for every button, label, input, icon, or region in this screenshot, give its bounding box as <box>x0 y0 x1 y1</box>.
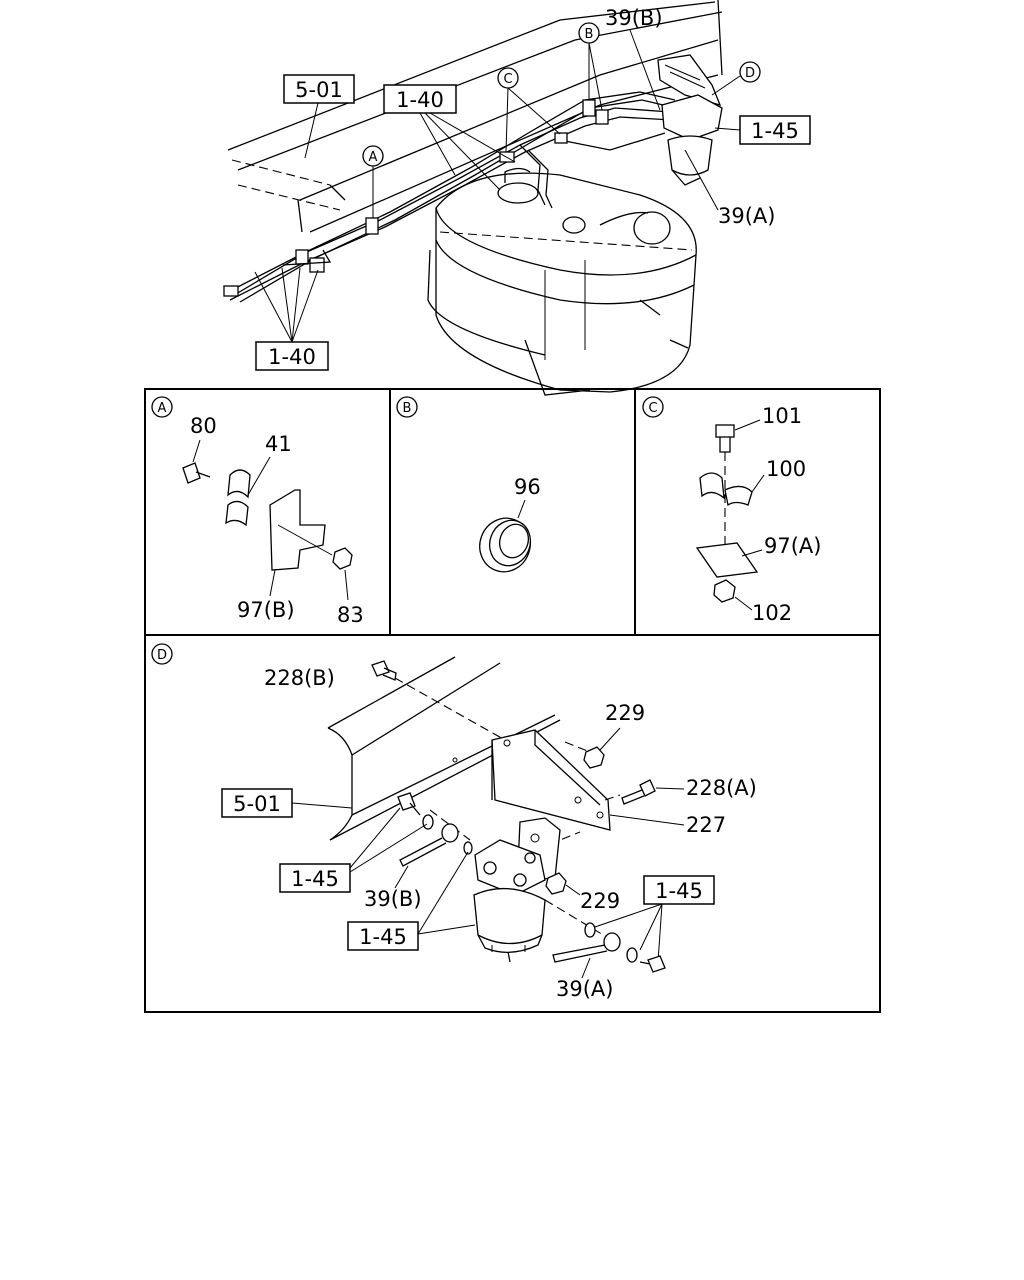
svg-text:229: 229 <box>580 889 620 913</box>
svg-text:C: C <box>503 72 512 87</box>
fuel-tank <box>427 167 697 396</box>
svg-text:C: C <box>648 401 657 416</box>
panel-b: B 96 <box>396 396 541 573</box>
svg-text:39(A): 39(A) <box>718 204 775 228</box>
clip-100: 100 <box>699 457 806 507</box>
ref-1-40-bottom-box: 1-40 <box>254 267 329 371</box>
svg-text:39(B): 39(B) <box>605 6 663 30</box>
fuel-filter <box>657 54 723 186</box>
svg-text:228(A): 228(A) <box>686 776 757 800</box>
ref-5-01-d-box: 5-01 <box>221 788 353 818</box>
svg-text:100: 100 <box>766 457 806 481</box>
ref-1-45-right-box: 1-45 <box>591 875 715 963</box>
svg-text:D: D <box>745 66 755 81</box>
overview-illustration: A B C D 5-01 1-40 <box>223 0 811 396</box>
svg-text:96: 96 <box>514 475 541 499</box>
svg-text:229: 229 <box>605 701 645 725</box>
svg-text:B: B <box>403 401 412 416</box>
svg-text:227: 227 <box>686 813 726 837</box>
label-39a: 39(A) <box>684 149 775 228</box>
bolt-39a: 39(A) <box>552 922 666 1001</box>
svg-text:39(A): 39(A) <box>556 977 613 1001</box>
bolt-left-d <box>397 792 434 830</box>
svg-text:1-40: 1-40 <box>268 345 316 369</box>
fuel-lines <box>223 91 677 303</box>
svg-text:1-45: 1-45 <box>655 879 703 903</box>
bracket-97b: 97(B) <box>237 489 333 622</box>
nut-229-top: 229 <box>583 701 645 769</box>
bolt-228b: 228(B) <box>264 660 397 690</box>
nut-83: 83 <box>332 547 364 627</box>
svg-text:1-45: 1-45 <box>751 119 799 143</box>
callout-b: B <box>578 22 603 111</box>
svg-text:83: 83 <box>337 603 364 627</box>
ref-1-45-box: 1-45 <box>714 115 811 145</box>
nut-229-bottom: 229 <box>545 872 620 913</box>
callout-c: C <box>497 67 561 153</box>
plate-97a: 97(A) <box>695 534 821 578</box>
svg-text:5-01: 5-01 <box>233 792 281 816</box>
bolt-80: 80 <box>182 414 217 484</box>
svg-text:228(B): 228(B) <box>264 666 335 690</box>
callout-d: D <box>711 61 761 96</box>
panel-d: D 228(B) <box>151 643 757 1001</box>
svg-text:39(B): 39(B) <box>364 887 422 911</box>
bolt-228a: 228(A) <box>621 776 757 805</box>
svg-text:A: A <box>369 150 378 165</box>
panel-a: A 80 41 97(B) 83 <box>151 396 364 627</box>
svg-text:1-45: 1-45 <box>291 867 339 891</box>
svg-text:101: 101 <box>762 404 802 428</box>
svg-text:41: 41 <box>265 432 292 456</box>
svg-text:1-45: 1-45 <box>359 925 407 949</box>
svg-text:1-40: 1-40 <box>396 88 444 112</box>
ref-1-45-left-box: 1-45 <box>279 807 428 893</box>
svg-text:D: D <box>157 648 167 663</box>
svg-text:B: B <box>585 27 594 42</box>
svg-text:80: 80 <box>190 414 217 438</box>
ref-1-40-top-box: 1-40 <box>383 84 516 191</box>
detail-panels-frame <box>144 388 881 1013</box>
svg-text:102: 102 <box>752 601 792 625</box>
panel-c: C 101 100 97(A) 102 <box>642 396 821 625</box>
grommet-96: 96 <box>479 475 541 573</box>
ref-5-01-box: 5-01 <box>283 74 355 159</box>
svg-text:A: A <box>158 401 167 416</box>
ref-1-45-bottom-box: 1-45 <box>347 851 476 951</box>
svg-text:97(B): 97(B) <box>237 598 295 622</box>
clip-41: 41 <box>225 432 292 527</box>
label-227: 227 <box>609 813 726 837</box>
label-39b: 39(B) <box>605 6 663 111</box>
fuel-filter-d <box>463 817 561 963</box>
callout-a: A <box>362 145 384 218</box>
nut-102: 102 <box>713 579 792 625</box>
bracket-227 <box>491 729 611 831</box>
svg-text:5-01: 5-01 <box>295 78 343 102</box>
svg-text:97(A): 97(A) <box>764 534 821 558</box>
bolt-39b: 39(B) <box>364 823 459 911</box>
bolt-101: 101 <box>715 404 802 453</box>
